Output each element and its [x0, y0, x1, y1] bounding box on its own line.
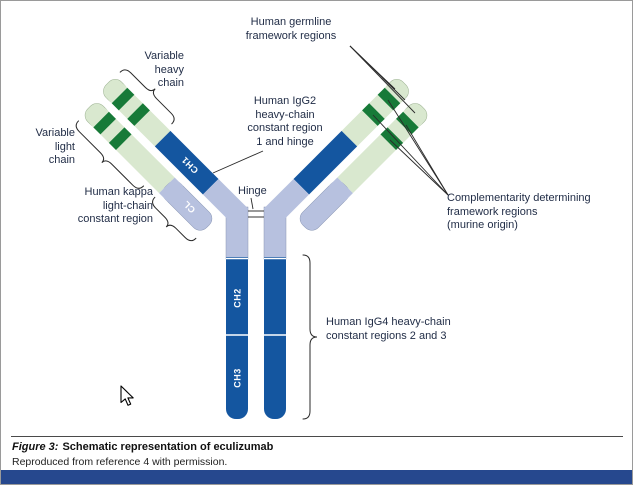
germline-pointer	[349, 45, 416, 114]
left-light-framework-region	[89, 108, 175, 194]
figure-number: Figure 3:	[12, 441, 59, 453]
caption-divider	[11, 436, 623, 437]
label-variable-light-chain: Variable light chain	[35, 127, 75, 166]
cdr-stripe	[396, 111, 419, 135]
figure-caption: Figure 3:Schematic representation of ecu…	[12, 441, 273, 453]
right-arm	[263, 79, 428, 231]
hinge-bonds	[248, 210, 264, 218]
cdr-stripe	[111, 87, 135, 111]
right-ch1-segment	[293, 130, 358, 195]
label-hinge: Hinge	[238, 185, 267, 197]
label-igg2-constant-region: Human IgG2 heavy-chain constant region 1…	[247, 95, 323, 148]
cdr-pointer	[372, 114, 449, 196]
label-kappa-constant-region: Human kappa light-chain constant region	[77, 186, 153, 225]
cdr-stripe	[127, 103, 150, 126]
right-leg-constant-segment	[264, 257, 286, 419]
left-hinge-bend	[202, 178, 249, 225]
right-light-framework-region	[337, 108, 423, 194]
right-leg-constant-top	[264, 257, 286, 275]
right-heavy-chain-leg	[263, 206, 287, 419]
right-cl-top	[328, 177, 353, 202]
igg2-pointer	[212, 150, 264, 174]
hinge-pointer	[250, 197, 254, 210]
label-cdr-murine: Complementarity determining framework re…	[447, 192, 591, 231]
footer-band	[1, 470, 632, 484]
left-leg-constant-segment	[226, 257, 248, 419]
cdr-stripe	[108, 127, 132, 150]
figure-title: Schematic representation of eculizumab	[62, 441, 274, 453]
left-leg-constant-top	[226, 257, 248, 275]
label-germline-framework: Human germline framework regions	[245, 16, 337, 42]
left-arm: CH1 CL	[75, 69, 249, 242]
cdr-stripe	[362, 103, 385, 126]
igg4-constant-brace	[302, 254, 318, 420]
left-ch1-segment	[154, 130, 219, 195]
cdr-pointer	[389, 139, 449, 196]
cdr-stripe	[380, 127, 404, 150]
variable-heavy-brace	[119, 69, 175, 125]
ch2-label: CH2	[233, 288, 243, 308]
pointer-lines	[212, 45, 449, 210]
label-variable-heavy-chain: Variable heavy chain	[144, 50, 184, 89]
cdr-stripe	[377, 87, 401, 111]
label-igg4-constant-regions: Human IgG4 heavy-chain constant regions …	[326, 316, 451, 342]
right-hinge-bend	[263, 178, 310, 225]
left-heavy-chain-leg: CH2 CH3	[225, 206, 249, 419]
kappa-constant-brace	[152, 196, 197, 242]
left-cl-top	[159, 177, 184, 202]
cdr-stripe	[93, 111, 116, 135]
mouse-cursor	[120, 385, 134, 406]
cdr-pointer	[405, 124, 449, 196]
figure-credit: Reproduced from reference 4 with permiss…	[12, 456, 228, 468]
ch3-label: CH3	[233, 368, 243, 388]
